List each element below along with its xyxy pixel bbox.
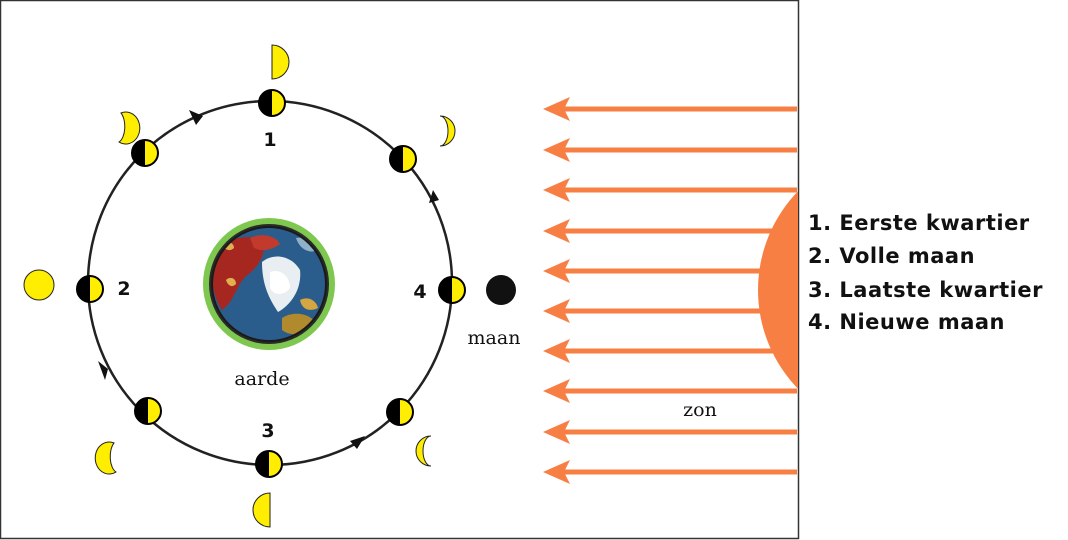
sunlight-arrow-10 <box>543 460 797 484</box>
last-quarter-icon <box>252 492 271 528</box>
half-lit-moon-icon <box>258 89 286 117</box>
orbit-number-3: 3 <box>261 420 274 442</box>
full-moon-icon <box>23 269 55 301</box>
earth-globe-icon <box>203 218 335 350</box>
sunlight-arrow-6 <box>543 299 797 323</box>
waxing-gibbous-icon <box>118 111 141 145</box>
orbit-arrowhead-left <box>98 361 108 380</box>
sunlight-arrow-8 <box>543 379 797 403</box>
first-quarter-icon <box>271 44 290 80</box>
legend-item-2: 2. Volle maan <box>808 244 976 268</box>
sunlight-arrows <box>543 97 797 484</box>
sun-label: zon <box>683 399 717 421</box>
legend-item-1: 1. Eerste kwartier <box>808 211 1030 235</box>
sunlight-arrow-5 <box>543 259 797 283</box>
legend-item-4: 4. Nieuwe maan <box>808 310 1005 334</box>
half-lit-moon-icon <box>134 397 162 425</box>
half-lit-moon-icon <box>255 450 283 478</box>
sunlight-arrow-7 <box>543 339 797 363</box>
orbit-number-1: 1 <box>263 129 276 151</box>
sunlight-arrow-3 <box>543 178 797 202</box>
half-lit-moon-icon <box>386 398 414 426</box>
sun <box>758 191 798 389</box>
half-lit-moon-icon <box>389 145 417 173</box>
orbit-number-4: 4 <box>413 281 426 303</box>
moon-label: maan <box>468 327 521 349</box>
legend-item-3: 3. Laatste kwartier <box>808 278 1043 302</box>
sunlight-arrow-1 <box>543 97 797 121</box>
sunlight-arrow-2 <box>543 138 797 162</box>
waning-gibbous-icon <box>94 441 117 475</box>
new-moon-disk <box>486 275 516 305</box>
earth-label: aarde <box>234 368 289 390</box>
waning-crescent-icon <box>415 435 432 467</box>
sunlight-arrow-9 <box>543 420 797 444</box>
frame-border <box>0 0 800 540</box>
orbit-arrowhead-top-left <box>189 110 203 125</box>
orbit-number-2: 2 <box>117 278 130 300</box>
half-lit-moon-icon <box>131 139 159 167</box>
half-lit-moon-icon <box>438 276 466 304</box>
orbit-arrowhead-right <box>429 190 439 203</box>
waxing-crescent-icon <box>439 115 456 147</box>
half-lit-moon-icon <box>76 275 104 303</box>
observed-moon-phases <box>23 44 456 528</box>
orbit-moons <box>76 89 466 478</box>
orbit-arrowhead-bottom-right <box>350 436 365 449</box>
sunlight-arrow-4 <box>543 219 797 243</box>
